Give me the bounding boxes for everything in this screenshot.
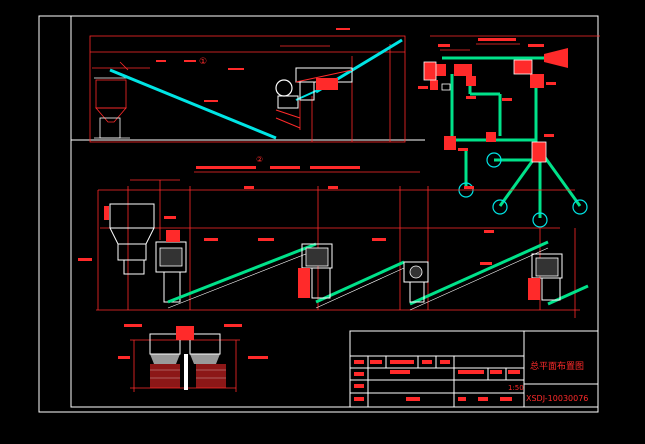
drawing-title: 总平面布置图: [530, 360, 584, 372]
cone-crusher-2: [298, 243, 333, 299]
view-marker-1: ①: [199, 57, 207, 67]
building-outline: [89, 35, 406, 143]
drawing-frame: [38, 15, 599, 413]
feed-hopper-outline: [95, 79, 127, 109]
bottom-crushers: [149, 326, 221, 390]
drawing-number: XSDJ-10030076: [526, 394, 588, 403]
jaw-crusher: [155, 230, 187, 303]
foundation-hatching: [150, 364, 226, 388]
bottom-section-view: [118, 324, 268, 392]
mid-belts: [167, 240, 589, 306]
mid-dimension-marks: [78, 166, 494, 265]
hopper-cone: [95, 107, 127, 123]
sand-maker: [528, 253, 563, 301]
title-block-field-text: [354, 360, 520, 401]
elevation-view-2: ②: [78, 155, 589, 318]
vibrating-screen: [295, 67, 353, 101]
dimension-ticks: [156, 28, 350, 102]
belt-conveyor-1: [109, 68, 277, 140]
cone-crusher: [275, 79, 301, 129]
title-block: 总平面布置图 XSDJ-10030076 1:50: [349, 330, 599, 408]
inner-border: [70, 15, 599, 408]
view-marker-2: ②: [256, 155, 263, 164]
drawing-scale: 1:50: [508, 384, 524, 392]
title-block-frame: [349, 330, 599, 408]
feed-bin: [109, 203, 155, 275]
elevation-view-1: ①: [89, 28, 406, 143]
vibrating-screen-2: [403, 261, 429, 303]
plan-belts: [442, 56, 582, 218]
plan-view-top-right: [418, 35, 600, 228]
feed-bin-marker: [104, 206, 109, 220]
plan-equipment: [424, 48, 568, 162]
hopper-support: [99, 117, 121, 139]
